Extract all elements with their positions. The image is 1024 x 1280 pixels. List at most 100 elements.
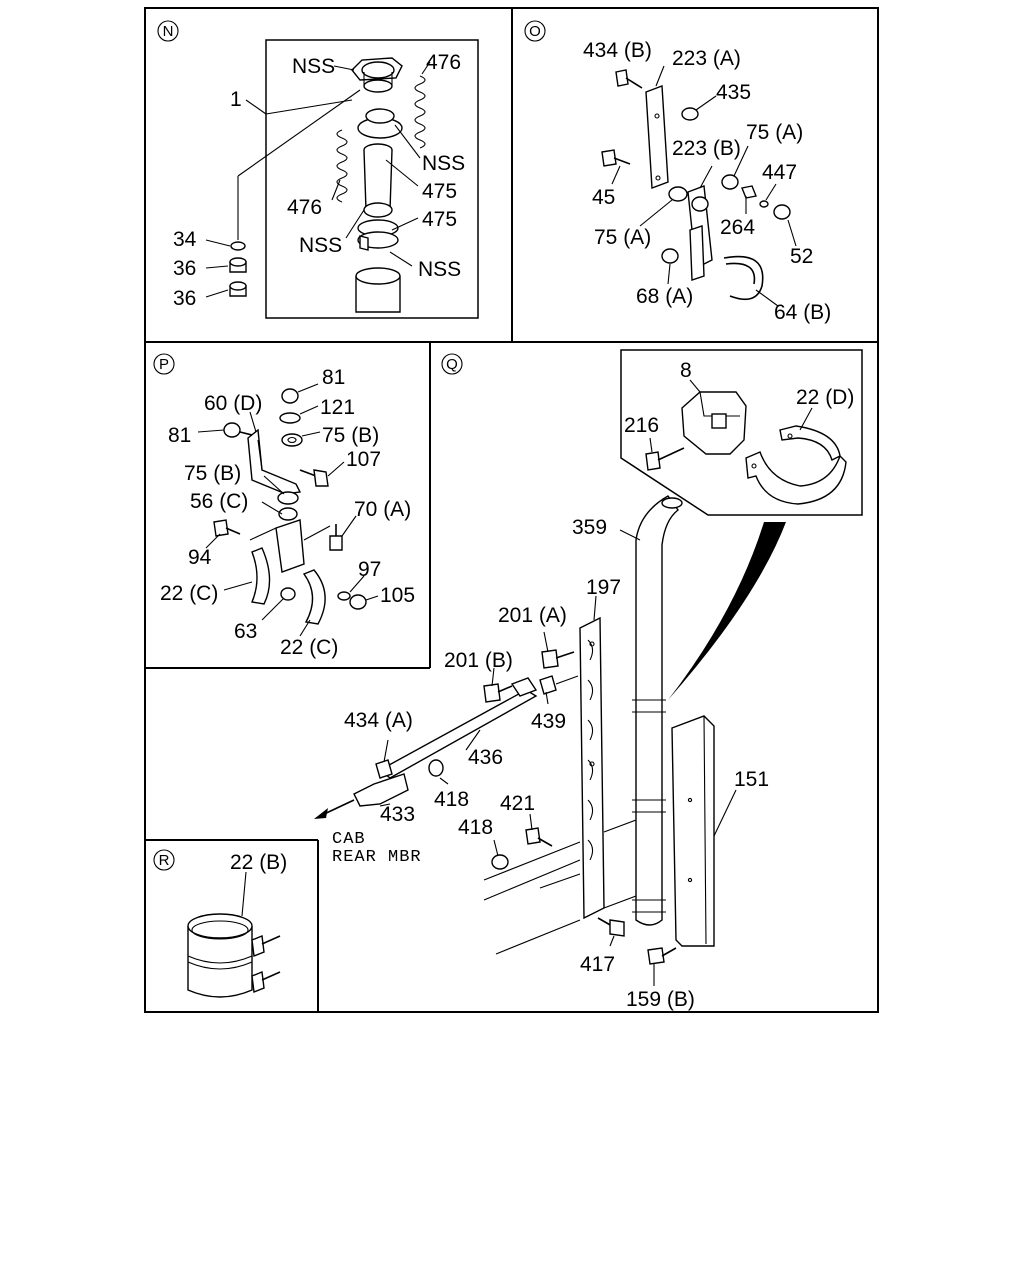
label-359: 359 [572, 516, 607, 539]
label-60d: 60 (D) [204, 392, 262, 415]
bolt-70a [329, 524, 343, 551]
spring-476-right [414, 75, 426, 149]
label-45: 45 [592, 186, 615, 209]
label-476-top: 476 [426, 51, 461, 74]
bolt-434b [615, 69, 643, 89]
bracket-197 [579, 616, 605, 920]
label-475-a: 475 [422, 180, 457, 203]
washer-97 [337, 591, 351, 601]
label-nss-left: NSS [299, 234, 342, 257]
spacer-439 [539, 675, 579, 695]
label-435: 435 [716, 81, 751, 104]
label-197: 197 [586, 576, 621, 599]
label-nss-bottom: NSS [418, 258, 461, 281]
label-223a: 223 (A) [672, 47, 741, 70]
label-75a-left: 75 (A) [594, 226, 651, 249]
nut-435 [681, 107, 699, 121]
label-52: 52 [790, 245, 813, 268]
section-o-marker: O [529, 23, 541, 40]
heat-shield-151 [671, 715, 715, 947]
washer-75b-left [277, 491, 299, 505]
bracket-433 [353, 759, 444, 807]
note-rear-mbr: REAR MBR [332, 848, 422, 867]
label-418-b: 418 [458, 816, 493, 839]
clamp-22c-bottom [302, 569, 326, 625]
label-63: 63 [234, 620, 257, 643]
section-n-marker: N [163, 23, 174, 40]
pipe-joint-475 [355, 143, 401, 313]
callout-wedge [668, 522, 786, 700]
label-436: 436 [468, 746, 503, 769]
label-75a-top: 75 (A) [746, 121, 803, 144]
label-201b: 201 (B) [444, 649, 513, 672]
section-p-leaders [197, 383, 379, 637]
label-nss-top: NSS [292, 55, 335, 78]
label-34: 34 [173, 228, 197, 251]
washer-121 [279, 412, 301, 424]
nut-68a [661, 248, 679, 264]
bracket-body-p [249, 519, 331, 573]
label-56c: 56 (C) [190, 490, 248, 513]
bolt-421 [525, 827, 553, 847]
label-75b-left: 75 (B) [184, 462, 241, 485]
spacer-75a [668, 174, 739, 202]
section-q-marker: Q [446, 356, 458, 373]
label-434a: 434 (A) [344, 709, 413, 732]
label-439: 439 [531, 710, 566, 733]
label-434b: 434 (B) [583, 39, 652, 62]
section-n: N [157, 20, 479, 319]
label-418-a: 418 [434, 788, 469, 811]
flange-nss-top [351, 57, 403, 93]
spacer-63 [280, 587, 296, 601]
section-q: Q [314, 349, 863, 1011]
label-97: 97 [358, 558, 381, 581]
bracket-223a [645, 85, 669, 189]
label-22b: 22 (B) [230, 851, 287, 874]
spacer-56c [278, 507, 298, 521]
diagram-frames [144, 7, 879, 1013]
bolt-159b [647, 947, 677, 965]
label-476-left: 476 [287, 196, 322, 219]
clamp-22c-left [251, 547, 271, 605]
label-81-left: 81 [168, 424, 191, 447]
section-r-marker: R [159, 852, 170, 869]
ring-nss-mid [357, 108, 403, 139]
frame-rails [483, 819, 637, 955]
label-151: 151 [734, 768, 769, 791]
label-105: 105 [380, 584, 415, 607]
bolt-201b [483, 683, 513, 703]
label-1: 1 [230, 88, 242, 111]
label-36-a: 36 [173, 257, 196, 280]
label-8: 8 [680, 359, 692, 382]
label-264: 264 [720, 216, 755, 239]
bolt-94 [213, 519, 241, 537]
ubolt-64b [723, 255, 764, 301]
label-36-b: 36 [173, 287, 196, 310]
label-475-b: 475 [422, 208, 457, 231]
label-22c-bottom: 22 (C) [280, 636, 338, 659]
label-70a: 70 (A) [354, 498, 411, 521]
section-q-leaders [379, 529, 737, 986]
nut-52 [773, 204, 791, 220]
label-216: 216 [624, 414, 659, 437]
bracket-60d [247, 428, 302, 495]
bolt-45 [601, 149, 631, 167]
detail-inset-q [620, 349, 863, 516]
label-68a: 68 (A) [636, 285, 693, 308]
bolt-107 [299, 469, 329, 487]
stay-436 [378, 677, 538, 779]
label-22c-left: 22 (C) [160, 582, 218, 605]
spring-476-left [336, 129, 348, 203]
label-22d: 22 (D) [796, 386, 854, 409]
label-421: 421 [500, 792, 535, 815]
washers-nuts-34-36 [229, 241, 247, 297]
nut-81-top [281, 388, 299, 404]
section-p: P [153, 353, 415, 659]
pin-264-447 [741, 185, 769, 208]
tail-pipe-359 [632, 495, 683, 926]
label-nss-mid: NSS [422, 152, 465, 175]
label-75b-right: 75 (B) [322, 424, 379, 447]
label-447: 447 [762, 161, 797, 184]
label-121: 121 [320, 396, 355, 419]
label-223b: 223 (B) [672, 137, 741, 160]
